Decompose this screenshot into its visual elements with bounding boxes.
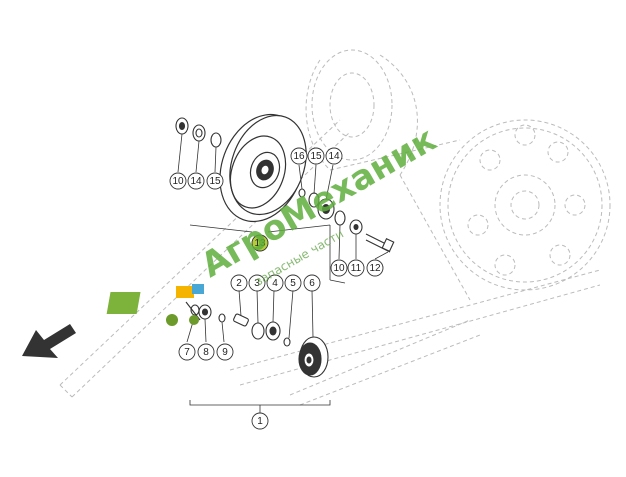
callout-label: 3 [254, 278, 260, 289]
leader-lines [177, 133, 389, 413]
callout-9: 9 [216, 343, 234, 361]
callout-7: 7 [178, 343, 196, 361]
callout-label: 8 [203, 347, 209, 358]
callout-13: 13 [251, 234, 269, 252]
callout-label: 14 [328, 151, 340, 162]
callout-label: 15 [310, 151, 322, 162]
callout-label: 1 [257, 416, 263, 427]
callout-circle [197, 343, 215, 361]
callout-10: 10 [169, 172, 187, 190]
callout-label: 10 [172, 176, 184, 187]
callout-10: 10 [330, 259, 348, 277]
combine-harvester-logo [106, 284, 204, 326]
callout-label: 5 [290, 278, 296, 289]
callout-15: 15 [206, 172, 224, 190]
callout-16: 16 [290, 147, 308, 165]
callout-circle [303, 274, 321, 292]
callout-circle [307, 147, 325, 165]
callout-circle [248, 274, 266, 292]
callout-14: 14 [325, 147, 343, 165]
callout-circle [347, 259, 365, 277]
callout-label: 6 [309, 278, 315, 289]
callout-14: 14 [187, 172, 205, 190]
callout-circle [251, 412, 269, 430]
direction-arrow-icon [22, 324, 76, 358]
callout-label: 7 [184, 347, 190, 358]
callout-circle [266, 274, 284, 292]
callout-label: 11 [351, 263, 362, 274]
callout-circle [216, 343, 234, 361]
callout-8: 8 [197, 343, 215, 361]
callout-2: 2 [230, 274, 248, 292]
callout-5: 5 [284, 274, 302, 292]
callout-circle [169, 172, 187, 190]
callout-label: 2 [236, 278, 242, 289]
callout-layer: 10 14 15 16 15 14 13 10 11 12 2 3 4 5 6 7 8 9 1 [169, 147, 384, 430]
callout-circle [206, 172, 224, 190]
callout-12: 12 [366, 259, 384, 277]
callout-label: 16 [293, 151, 305, 162]
callout-label: 15 [209, 176, 221, 187]
callout-4: 4 [266, 274, 284, 292]
callout-circle [330, 259, 348, 277]
callout-circle [290, 147, 308, 165]
callout-circle [187, 172, 205, 190]
callout-1: 1 [251, 412, 269, 430]
callout-15: 15 [307, 147, 325, 165]
callout-label: 10 [333, 263, 345, 274]
callout-circle [178, 343, 196, 361]
callout-label: 9 [222, 347, 228, 358]
chain-drive-outline [59, 49, 611, 406]
callout-circle [284, 274, 302, 292]
callout-circle [325, 147, 343, 165]
main-pulley [219, 113, 307, 223]
lower-assembly-parts [185, 301, 329, 378]
callout-label: 12 [369, 263, 381, 274]
callout-label: 4 [272, 278, 278, 289]
callout-circle [230, 274, 248, 292]
callout-circle [251, 234, 269, 252]
callout-circle [366, 259, 384, 277]
callout-3: 3 [248, 274, 266, 292]
callout-6: 6 [303, 274, 321, 292]
callout-11: 11 [347, 259, 365, 277]
callout-label: 14 [190, 176, 202, 187]
callout-label: 13 [254, 238, 266, 249]
